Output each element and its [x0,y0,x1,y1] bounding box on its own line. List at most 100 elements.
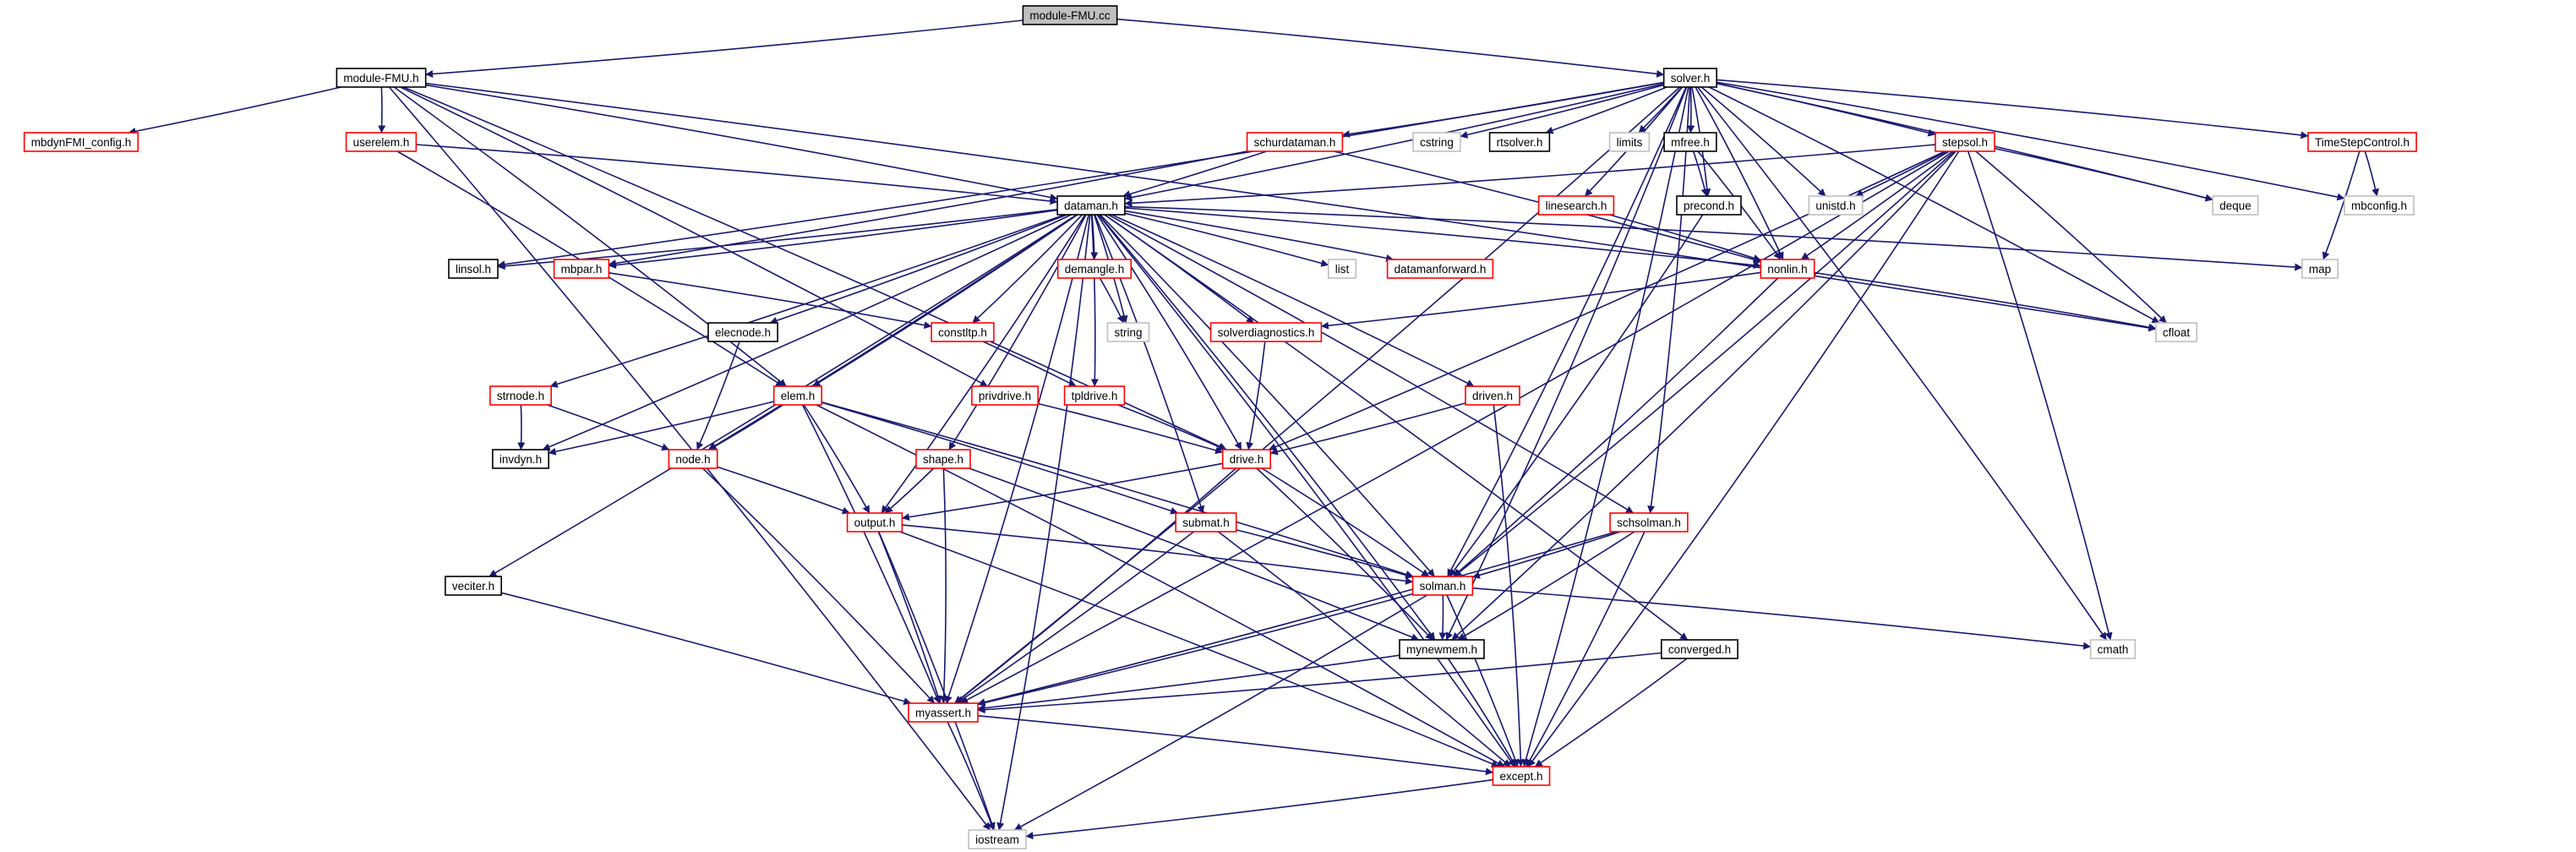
edge-nonlin-h-to-solman-h [1453,277,1779,577]
edge-elem-h-to-solman-h [821,401,1414,578]
node-linsol-h[interactable]: linsol.h [448,259,499,279]
node-constltp-h[interactable]: constltp.h [931,322,995,342]
edge-schurdataman-h-to-mbpar-h [608,150,1247,267]
node-schsolman-h[interactable]: schsolman.h [1609,512,1689,532]
node-box [1808,195,1864,216]
node-string[interactable]: string [1106,322,1150,342]
node-label: myassert.h [915,707,971,719]
node-tpldrive-h[interactable]: tpldrive.h [1063,385,1126,406]
edge-solver-h-to-cfloat [1708,86,2160,324]
node-solverdiagnostics-h[interactable]: solverdiagnostics.h [1209,322,1323,342]
node-submat-h[interactable]: submat.h [1175,512,1237,532]
edge-myassert-h-to-iostream [947,721,995,831]
node-iostream[interactable]: iostream [968,829,1027,849]
edge-timestepcontrol-h-to-mbconfig-h [2364,150,2380,197]
edge-driven-h-to-except-h [1493,404,1525,767]
node-driven-h[interactable]: driven.h [1465,385,1520,406]
edge-userelem-h-to-dataman-h [416,144,1058,205]
node-label: shape.h [923,453,963,466]
node-box [1209,322,1323,342]
node-userelem-h[interactable]: userelem.h [345,132,418,152]
node-limits[interactable]: limits [1608,132,1651,152]
node-drive-h[interactable]: drive.h [1221,449,1271,469]
node-demangle-h[interactable]: demangle.h [1056,259,1132,279]
node-invdyn-h[interactable]: invdyn.h [492,449,550,469]
node-map[interactable]: map [2301,259,2339,279]
node-mfree-h[interactable]: mfree.h [1663,132,1717,152]
node-stepsol-h[interactable]: stepsol.h [1935,132,1995,152]
node-linesearch-h[interactable]: linesearch.h [1537,195,1615,216]
edge-dataman-h-to-converged-h [1104,214,1689,641]
node-except-h[interactable]: except.h [1492,766,1551,786]
node-label: schsolman.h [1617,516,1681,529]
node-cmath[interactable]: cmath [2089,639,2137,659]
node-precond-h[interactable]: precond.h [1676,195,1742,216]
node-converged-h[interactable]: converged.h [1661,639,1738,659]
node-timestepcontrol-h[interactable]: TimeStepControl.h [2307,132,2417,152]
edge-dataman-h-to-shape-h [948,214,1087,451]
node-datamanforward-h[interactable]: datamanforward.h [1386,259,1494,279]
node-box [1488,132,1551,152]
node-module-fmu-cc[interactable]: module-FMU.cc [1022,5,1118,25]
node-box [1676,195,1742,216]
node-elem-h[interactable]: elem.h [772,385,823,406]
node-label: dataman.h [1064,199,1118,212]
node-label: elem.h [781,390,816,402]
node-cstring[interactable]: cstring [1412,132,1461,152]
node-list[interactable]: list [1328,259,1357,279]
node-myassert-h[interactable]: myassert.h [908,702,979,723]
edge-dataman-h-to-myassert-h [945,214,1089,704]
node-box [1106,322,1150,342]
file-nodes: module-FMU.cc module-FMU.h solver.h mbdynFM… [23,5,2417,849]
node-box [1328,259,1357,279]
node-privdrive-h[interactable]: privdrive.h [971,385,1040,406]
edge-solver-h-to-myassert-h [954,86,1681,704]
node-label: datamanforward.h [1394,263,1487,276]
node-mynewmem-h[interactable]: mynewmem.h [1399,639,1485,659]
node-box [1662,68,1717,88]
node-box [489,385,553,406]
node-unistd-h[interactable]: unistd.h [1808,195,1864,216]
node-box [1663,132,1717,152]
node-box [2089,639,2137,659]
node-solman-h[interactable]: solman.h [1411,576,1474,596]
node-nonlin-h[interactable]: nonlin.h [1760,259,1815,279]
dependency-edges [128,18,2380,840]
node-elecnode-h[interactable]: elecnode.h [707,322,778,342]
node-veciter-h[interactable]: veciter.h [445,576,503,596]
node-strnode-h[interactable]: strnode.h [489,385,553,406]
node-deque[interactable]: deque [2212,195,2259,216]
node-label: module-FMU.h [343,72,418,85]
node-label: mynewmem.h [1406,643,1477,656]
edge-submat-h-to-myassert-h [956,531,1195,704]
node-box [1411,576,1474,596]
node-shape-h[interactable]: shape.h [915,449,971,469]
node-mbconfig-h[interactable]: mbconfig.h [2344,195,2415,216]
node-box [707,322,778,342]
node-label: drive.h [1230,453,1264,466]
edge-solver-h-to-rtsolver-h [1545,86,1667,134]
node-box [553,259,610,279]
node-schurdataman-h[interactable]: schurdataman.h [1246,132,1344,152]
node-module-fmu-h[interactable]: module-FMU.h [336,68,427,88]
edge-elem-h-to-node-h [708,404,784,451]
node-node-h[interactable]: node.h [668,449,718,469]
edge-except-h-to-iostream [1025,778,1493,840]
node-box [336,68,427,88]
edge-solver-h-to-mbconfig-h [1716,81,2345,201]
node-label: output.h [854,516,896,529]
node-output-h[interactable]: output.h [846,512,903,532]
node-mbpar-h[interactable]: mbpar.h [553,259,610,279]
node-label: demangle.h [1065,263,1125,276]
node-mbdynfmi-config-h[interactable]: mbdynFMI_config.h [23,132,139,152]
node-dataman-h[interactable]: dataman.h [1056,195,1126,216]
node-box [971,385,1040,406]
node-label: except.h [1499,770,1542,783]
node-solver-h[interactable]: solver.h [1662,68,1717,88]
node-label: privdrive.h [979,390,1031,402]
edge-stepsol-h-to-cmath [1967,150,2113,641]
edge-elecnode-h-to-node-h [696,341,740,451]
node-cfloat[interactable]: cfloat [2155,322,2197,342]
node-rtsolver-h[interactable]: rtsolver.h [1488,132,1551,152]
node-label: tpldrive.h [1072,390,1118,402]
